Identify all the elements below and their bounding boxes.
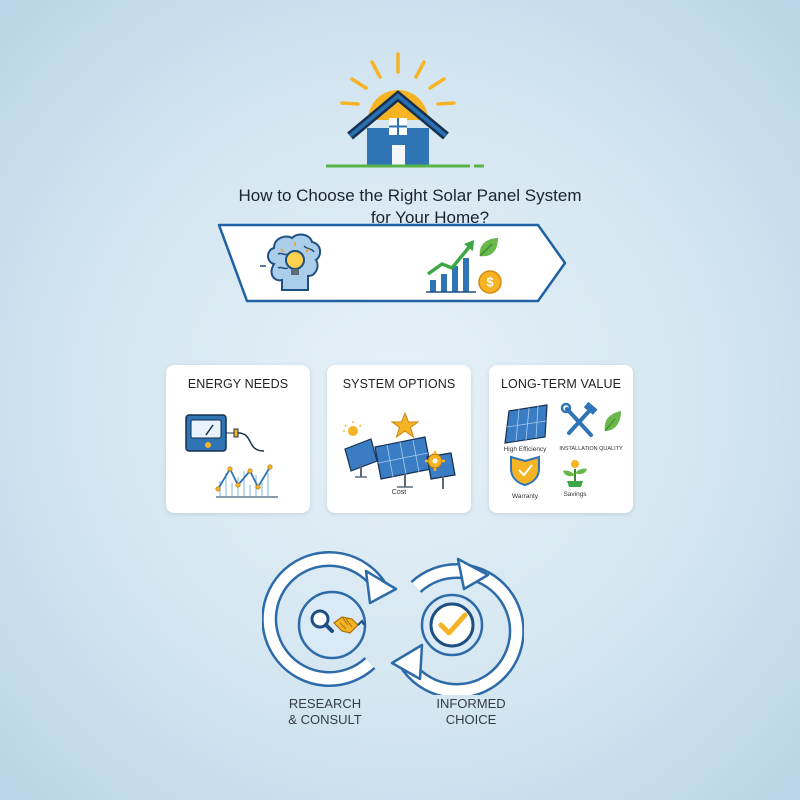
cycle-arrow-icon [390,557,524,695]
card-title: ENERGY NEEDS [187,377,289,391]
title-line-1: How to Choose the Right Solar Panel Syst… [238,186,582,205]
hero-illustration [326,52,484,168]
star-icon [390,411,420,439]
card-energy-needs: ENERGY NEEDS [166,365,310,513]
card-system-options: SYSTEM OPTIONS [327,365,471,513]
title-line-2: for Your Home? [370,208,490,227]
checkmark-icon [438,612,468,636]
decision-cycle-diagram [262,551,524,695]
card-illustration [504,401,621,487]
line-graph-icon [215,464,278,498]
value-label: INSTALLATION QUALITY [559,446,623,452]
energy-meter-icon [185,414,265,452]
card-long-term-value: LONG-TERM VALUE [489,365,633,513]
card-illustration [343,411,456,489]
sun-icon [340,52,456,120]
magnifier-icon [310,609,334,633]
value-label: Warranty [511,493,539,500]
handshake-icon [333,616,365,634]
value-label: High Efficiency [503,446,547,453]
label-line: CHOICE [445,712,497,727]
growth-chart-icon [426,240,476,293]
leaf-icon [604,411,621,432]
card-illustration [185,414,278,498]
card-title: LONG-TERM VALUE [500,377,622,391]
solar-panel-icon [504,404,548,444]
informed-choice-label: INFORMED CHOICE [426,696,516,728]
label-line: INFORMED [436,696,506,711]
svg-text:$: $ [486,275,494,290]
shield-check-icon [510,455,540,487]
solar-panel-icon [374,436,432,488]
label-line: & CONSULT [288,712,362,727]
wrench-hammer-icon [560,401,598,437]
house-icon [347,90,449,166]
label-line: RESEARCH [288,696,362,711]
cost-label: Cost [391,489,407,496]
arrow-banner: $ [217,223,567,303]
sun-icon [343,421,362,436]
leaf-icon [479,238,498,257]
brain-bulb-icon [260,233,322,291]
solar-panel-icon [344,438,378,478]
dollar-coin-icon: $ [478,270,502,294]
card-title: SYSTEM OPTIONS [342,377,456,391]
page-title: How to Choose the Right Solar Panel Syst… [150,185,670,229]
value-label: Savings [563,491,587,498]
gear-icon [425,451,445,471]
sprout-coin-icon [563,460,587,487]
research-consult-label: RESEARCH & CONSULT [270,696,380,728]
cycle-arrow-icon [262,551,398,687]
